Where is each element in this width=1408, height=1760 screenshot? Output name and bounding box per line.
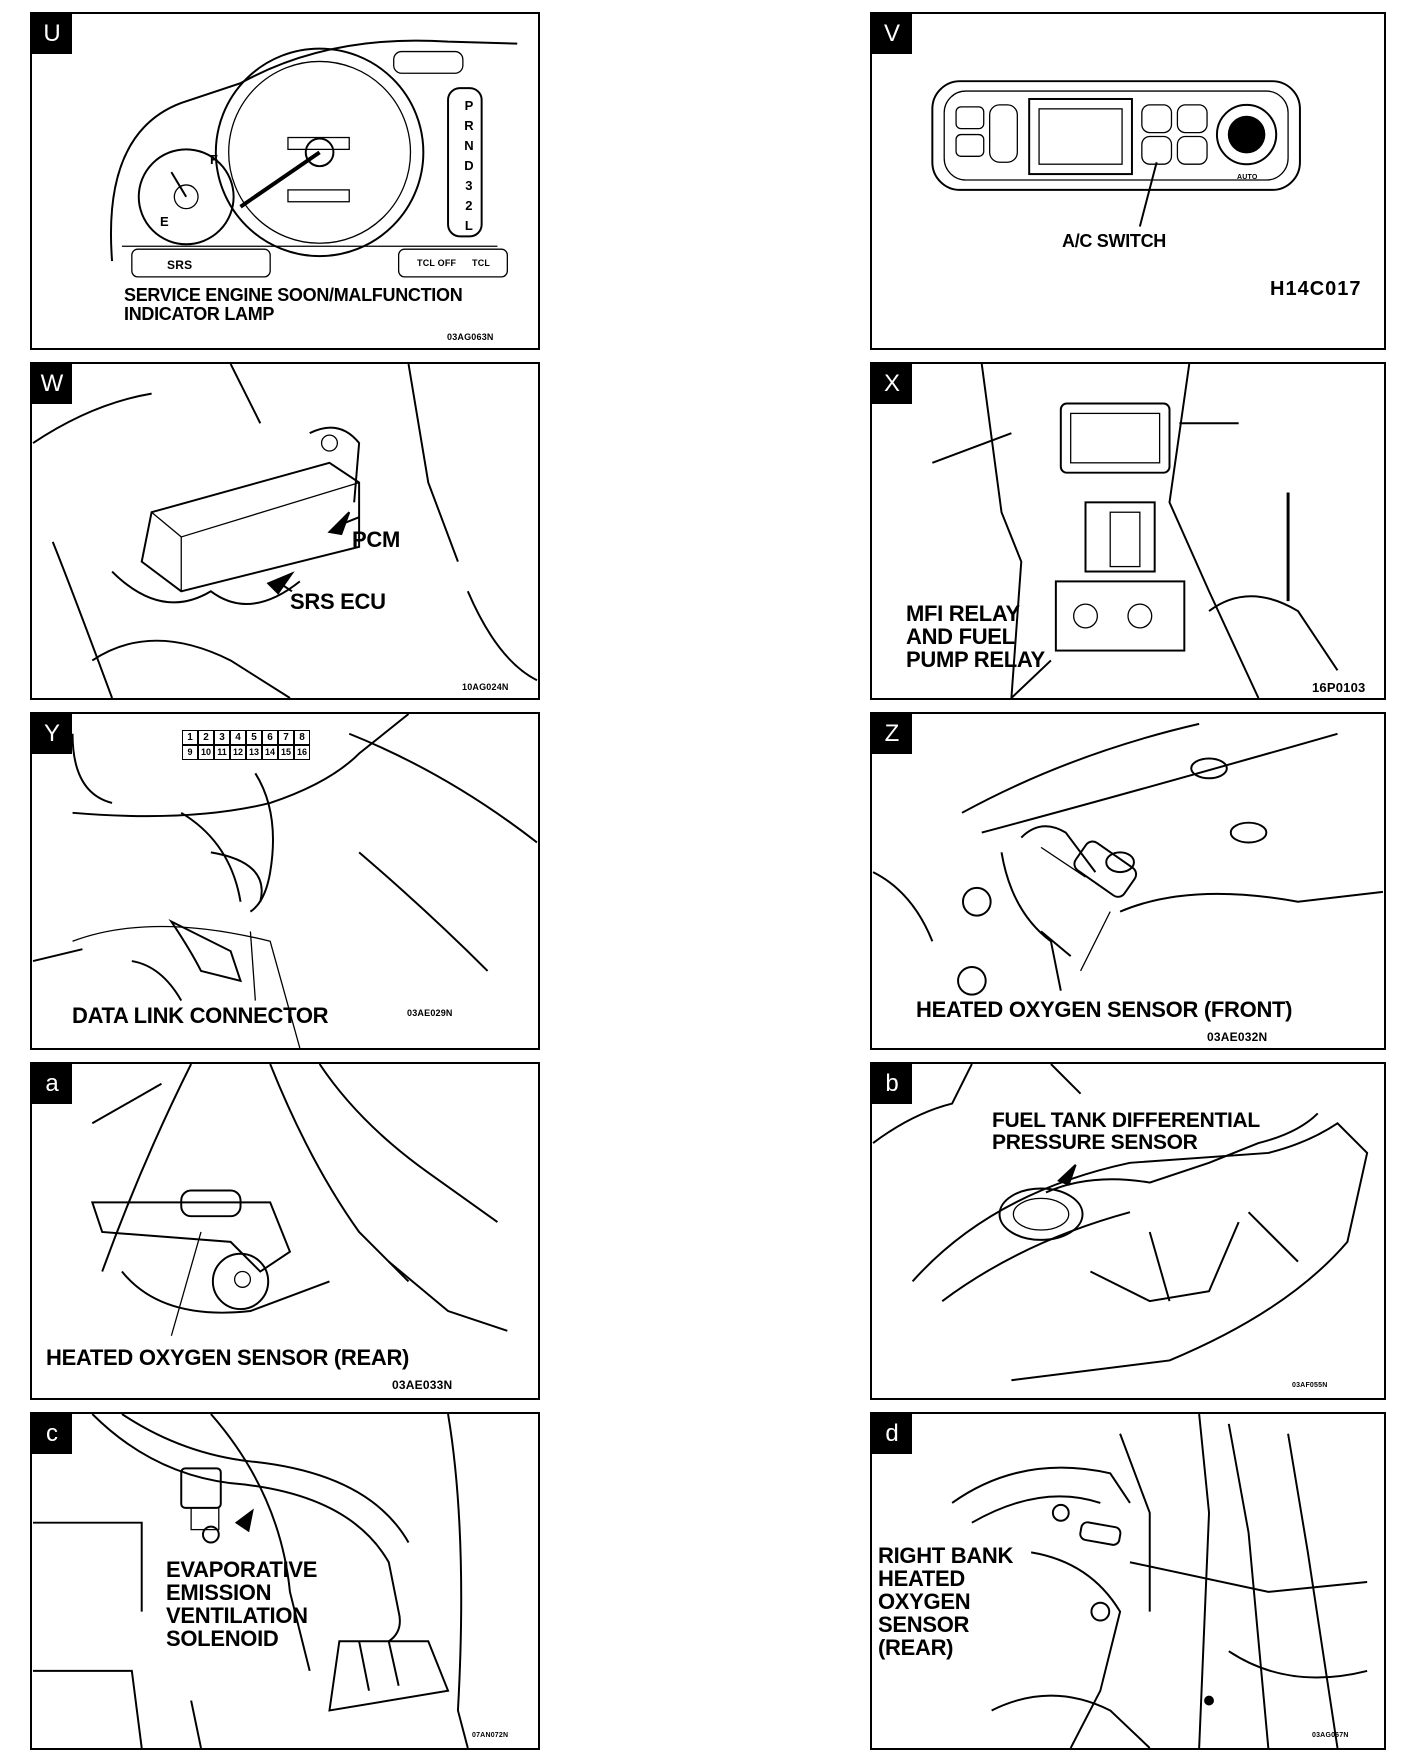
panel-c: c EVAPORATIVE EMISSION VENTILATION SOLEN… — [30, 1412, 540, 1750]
panel-letter: d — [872, 1414, 912, 1454]
rear-oxygen-sensor-illustration — [90, 1064, 508, 1336]
figure-code: 10AG024N — [462, 682, 509, 692]
figure-code: 03AE033N — [392, 1378, 453, 1392]
pin: 1 — [182, 730, 198, 745]
panel-letter: U — [32, 14, 72, 54]
gear-3: 3 — [465, 178, 473, 193]
pin: 6 — [262, 730, 278, 745]
figure-code: 03AE032N — [1207, 1030, 1268, 1044]
panel-letter: V — [872, 14, 912, 54]
panel-label: HEATED OXYGEN SENSOR (REAR) — [46, 1345, 410, 1370]
gear-indicator-list: P R N D 3 2 L — [458, 96, 480, 236]
evap-solenoid-illustration — [33, 1414, 469, 1748]
gear-2: 2 — [465, 198, 473, 213]
connector-pin-row-bottom: 9 10 11 12 13 14 15 16 — [182, 745, 310, 760]
panel-letter: a — [32, 1064, 72, 1104]
figure-code: H14C017 — [1270, 278, 1362, 300]
panel-x: X MFI RELAY AND FUEL PUMP RELAY 16P0103 — [870, 362, 1386, 700]
figure-code: 07AN072N — [472, 1732, 509, 1739]
pin: 4 — [230, 730, 246, 745]
pin: 5 — [246, 730, 262, 745]
tcl-off-indicator: TCL OFF — [417, 258, 457, 268]
pin: 12 — [230, 745, 246, 760]
pin: 9 — [182, 745, 198, 760]
pin: 11 — [214, 745, 230, 760]
panel-letter: Y — [32, 714, 72, 754]
pin: 13 — [246, 745, 262, 760]
panel-label: A/C SWITCH — [1062, 231, 1166, 251]
pin: 7 — [278, 730, 294, 745]
climate-control-panel-illustration — [931, 80, 1301, 227]
pin: 14 — [262, 745, 278, 760]
panel-letter: X — [872, 364, 912, 404]
connector-pin-row-top: 1 2 3 4 5 6 7 8 — [182, 730, 310, 745]
panel-label: FUEL TANK DIFFERENTIAL PRESSURE SENSOR — [992, 1109, 1260, 1154]
gear-l: L — [464, 218, 474, 233]
gear-r: R — [464, 118, 474, 133]
panel-z: Z HEATED OXYGEN SENSOR (FRONT) 03AE032N — [870, 712, 1386, 1050]
pin: 16 — [294, 745, 310, 760]
gear-p: P — [464, 98, 474, 113]
panel-label: MFI RELAY AND FUEL PUMP RELAY — [906, 601, 1045, 672]
panel-a: a HEATED OXYGEN SENSOR (REAR) 03AE033N — [30, 1062, 540, 1400]
panel-label: SERVICE ENGINE SOON/MALFUNCTION INDICATO… — [124, 285, 463, 324]
figure-code: 03AG063N — [447, 332, 494, 342]
pin: 10 — [198, 745, 214, 760]
panel-label: DATA LINK CONNECTOR — [72, 1003, 329, 1028]
panel-v: V AUTO A/C SWITCH H14C017 — [870, 12, 1386, 350]
right-bank-oxygen-sensor-illustration — [951, 1414, 1368, 1748]
srs-indicator: SRS — [167, 258, 193, 272]
panel-u: U F E P R N D 3 2 L SRS TCL OFF TCL SERV… — [30, 12, 540, 350]
gear-d: D — [464, 158, 474, 173]
srs-ecu-label: SRS ECU — [290, 589, 386, 614]
figure-code: 16P0103 — [1312, 680, 1366, 695]
data-link-connector-illustration — [32, 714, 538, 1048]
panel-label: RIGHT BANK HEATED OXYGEN SENSOR (REAR) — [878, 1543, 1014, 1660]
connector-pin-grid: 1 2 3 4 5 6 7 8 9 10 11 12 13 14 15 16 — [182, 730, 310, 760]
relay-location-illustration — [931, 364, 1339, 698]
panel-letter: b — [872, 1064, 912, 1104]
pin: 2 — [198, 730, 214, 745]
panel-d: d RIGHT BANK HEATED OXYGEN SENSOR (REAR)… — [870, 1412, 1386, 1750]
figure-code: 03AE029N — [407, 1008, 453, 1018]
fuel-tank-sensor-illustration — [872, 1064, 1369, 1382]
panel-letter: Z — [872, 714, 912, 754]
figure-code: 03AF055N — [1292, 1382, 1328, 1389]
fuel-e-mark: E — [160, 214, 169, 229]
panel-w: W PCM SRS ECU 10AG024N — [30, 362, 540, 700]
panel-y: Y 1 2 3 4 5 6 7 8 9 10 11 12 13 14 15 16… — [30, 712, 540, 1050]
panel-label: EVAPORATIVE EMISSION VENTILATION SOLENOI… — [166, 1557, 318, 1651]
gear-n: N — [464, 138, 474, 153]
panel-letter: c — [32, 1414, 72, 1454]
pcm-location-illustration — [32, 364, 538, 698]
panel-b: b FUEL TANK DIFFERENTIAL PRESSURE SENSOR… — [870, 1062, 1386, 1400]
pcm-label: PCM — [352, 527, 400, 552]
auto-button-label: AUTO — [1237, 174, 1258, 181]
figure-code: 03AG067N — [1312, 1732, 1349, 1739]
front-oxygen-sensor-illustration — [872, 722, 1384, 996]
panel-letter: W — [32, 364, 72, 404]
instrument-cluster-illustration — [110, 39, 518, 278]
panel-label: HEATED OXYGEN SENSOR (FRONT) — [916, 997, 1293, 1022]
pin: 3 — [214, 730, 230, 745]
fuel-f-mark: F — [210, 152, 219, 167]
pin: 8 — [294, 730, 310, 745]
tcl-indicator: TCL — [472, 258, 491, 268]
pin: 15 — [278, 745, 294, 760]
